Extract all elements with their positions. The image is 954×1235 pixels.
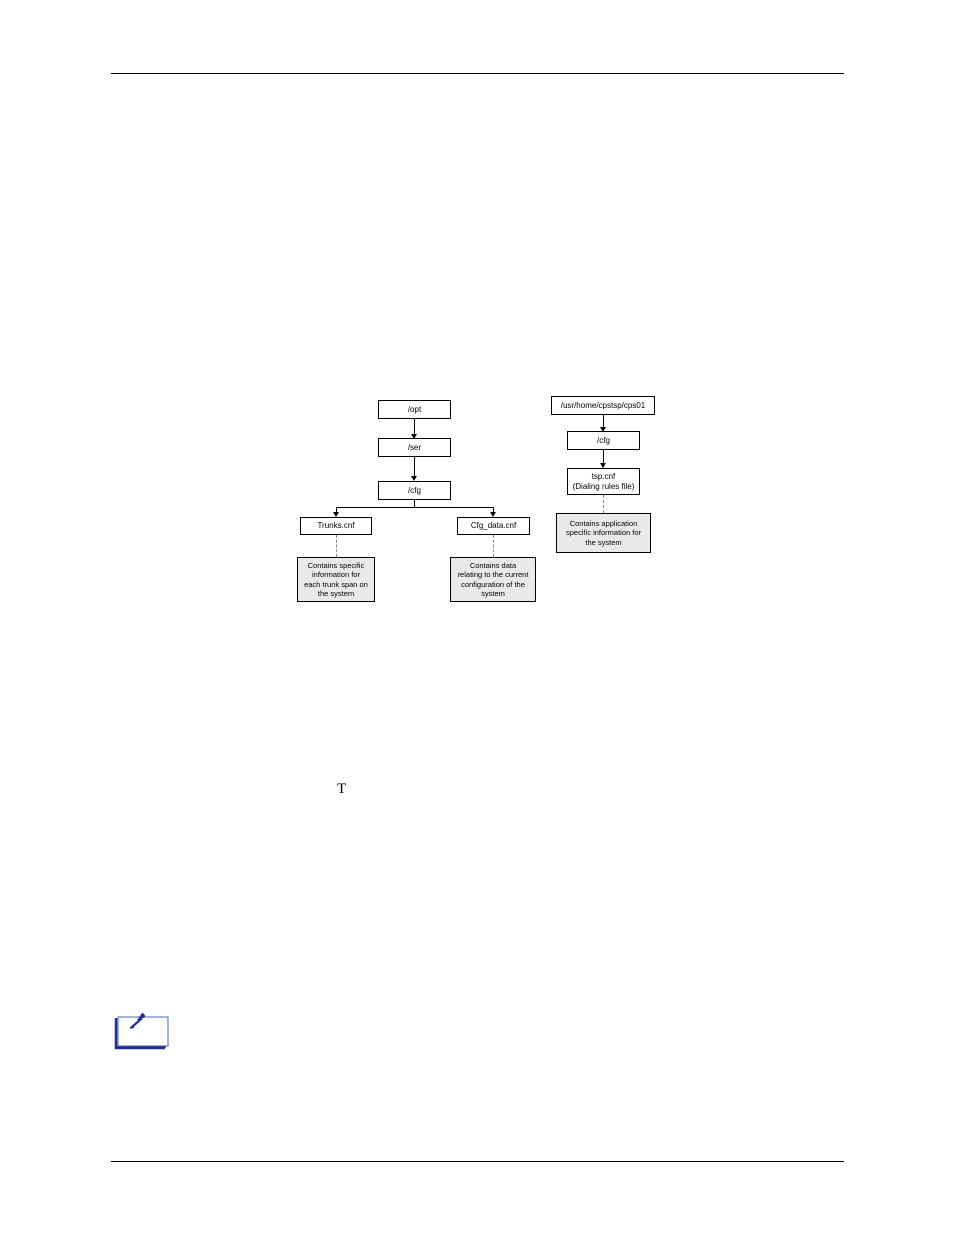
arrow-to-right-cfg <box>600 427 606 432</box>
arrow-to-ser <box>411 434 417 439</box>
connector-cfg-tsp <box>603 450 604 467</box>
arrow-to-cfg <box>411 476 417 481</box>
note-cfg-data: Contains data relating to the current co… <box>450 557 536 602</box>
connector-branch-trunks <box>336 507 337 515</box>
tsp-description: (Dialing rules file) <box>572 481 635 491</box>
dashed-tsp-note <box>603 495 604 513</box>
note-trunks: Contains specific information for each t… <box>297 557 375 602</box>
node-ser: /ser <box>378 438 451 457</box>
arrow-to-tsp <box>600 463 606 468</box>
node-opt: /opt <box>378 400 451 419</box>
node-trunks-cnf: Trunks.cnf <box>300 517 372 535</box>
branch-line <box>336 507 494 508</box>
arrow-to-trunks <box>333 512 339 517</box>
connector-ser-cfg <box>414 457 415 479</box>
node-cfg: /cfg <box>378 481 451 500</box>
footer-rule <box>111 1161 844 1162</box>
node-usr-home: /usr/home/cpstsp/cps01 <box>551 396 655 415</box>
connector-root-cfg <box>603 415 604 430</box>
tsp-filename: tsp.cnf <box>591 471 616 481</box>
dashed-trunks-note <box>336 535 337 557</box>
dashed-cfg-data-note <box>493 535 494 557</box>
connector-branch-cfg-data <box>493 507 494 515</box>
stray-letter: T <box>337 781 347 797</box>
note-pencil-icon <box>113 1010 171 1052</box>
connector-opt-ser <box>414 419 415 436</box>
node-cfg-data-cnf: Cfg_data.cnf <box>457 517 530 535</box>
note-tsp: Contains application specific informatio… <box>556 513 651 553</box>
header-rule <box>111 73 844 74</box>
node-tsp-cnf: tsp.cnf (Dialing rules file) <box>567 468 640 495</box>
connector-cfg-branch <box>414 500 415 507</box>
arrow-to-cfg-data <box>490 512 496 517</box>
node-right-cfg: /cfg <box>567 431 640 450</box>
